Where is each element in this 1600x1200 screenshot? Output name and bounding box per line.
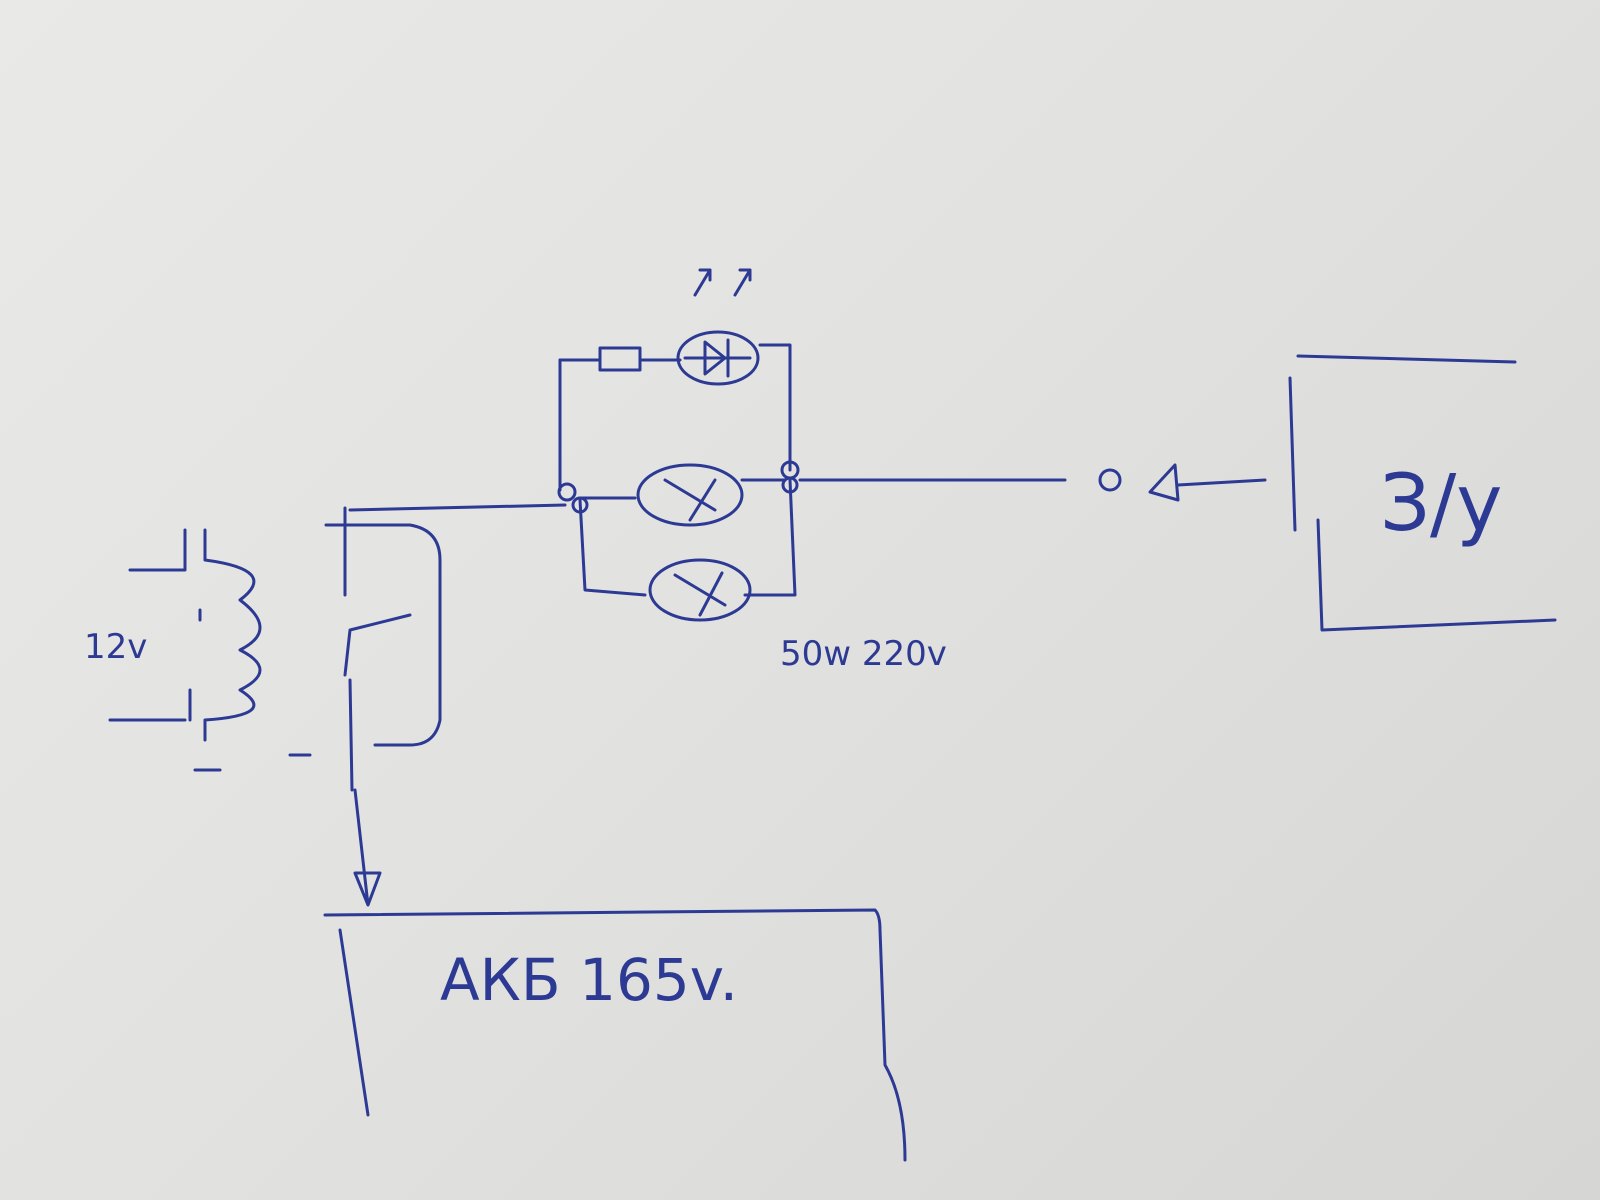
charger-box	[1288, 354, 1557, 632]
lamp-block	[557, 268, 800, 622]
battery-box	[323, 908, 907, 1162]
led-icon	[676, 330, 760, 386]
charger-label: З/у	[1380, 459, 1502, 549]
lamp-rating-label: 50w 220v	[780, 634, 947, 674]
light-arrows-icon	[693, 268, 752, 297]
connector	[798, 463, 1267, 502]
arrow-to-battery	[353, 788, 382, 907]
relay-voltage-label: 12v	[84, 627, 147, 667]
lamp-icon	[648, 558, 752, 622]
lamp-icon	[636, 463, 744, 527]
relay-coil	[108, 528, 262, 772]
relay-switch	[288, 503, 567, 792]
battery-label: АКБ 165v.	[440, 946, 738, 1014]
resistor-icon	[598, 346, 642, 372]
